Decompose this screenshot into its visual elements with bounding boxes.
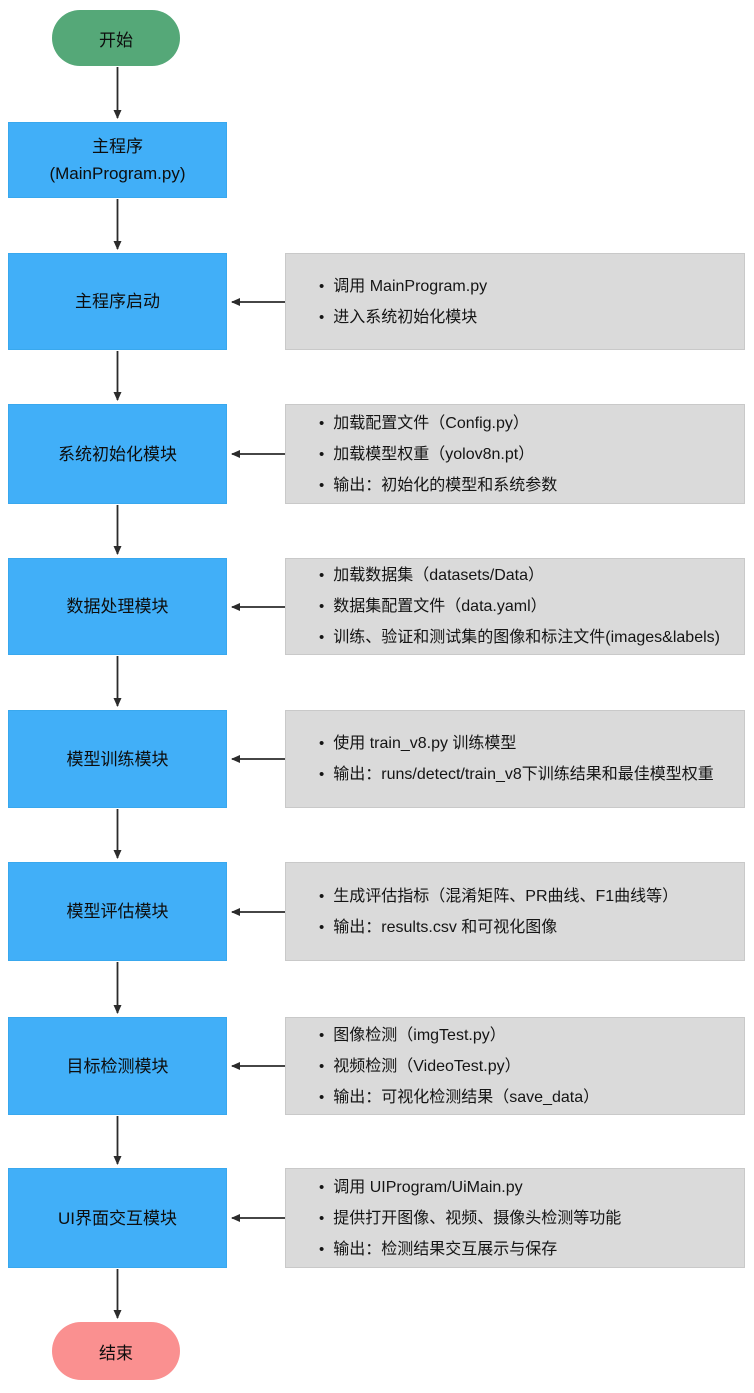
node-label: UI界面交互模块	[58, 1208, 177, 1228]
note-line: • 图像检测（imgTest.py）	[319, 1020, 736, 1051]
node-label: 数据处理模块	[66, 597, 169, 616]
note-text: 生成评估指标（混淆矩阵、PR曲线、F1曲线等）	[333, 887, 679, 905]
note-text: 调用 UIProgram/UiMain.py	[333, 1178, 523, 1196]
note-line: • 输出：runs/detect/train_v8下训练结果和最佳模型权重	[319, 759, 736, 790]
note-text: 训练、验证和测试集的图像和标注文件(images&labels)	[333, 629, 720, 646]
bullet-icon: •	[319, 1240, 325, 1258]
note-text: 输出：results.csv 和可视化图像	[333, 918, 558, 936]
note-line: • 调用 UIProgram/UiMain.py	[319, 1172, 736, 1203]
start-label: 开始	[99, 30, 133, 50]
bullet-icon: •	[319, 445, 325, 463]
bullet-icon: •	[319, 1209, 325, 1227]
note-box-object-detection: • 图像检测（imgTest.py） • 视频检测（VideoTest.py） • 输…	[285, 1017, 745, 1115]
note-text: 加载模型权重（yolov8n.pt）	[333, 445, 535, 463]
process-node-object-detection: 目标检测模块	[8, 1017, 227, 1115]
bullet-icon: •	[319, 277, 325, 295]
end-label: 结束	[99, 1343, 133, 1363]
bullet-icon: •	[319, 766, 325, 783]
process-node-model-training: 模型训练模块	[8, 710, 227, 808]
note-line: • 输出：可视化检测结果（save_data）	[319, 1082, 736, 1113]
note-text: 输出：初始化的模型和系统参数	[333, 476, 558, 494]
note-text: 进入系统初始化模块	[333, 308, 478, 326]
note-text: 输出：检测结果交互展示与保存	[333, 1240, 558, 1258]
bullet-icon: •	[319, 1088, 325, 1106]
note-text: 加载配置文件（Config.py）	[333, 414, 529, 432]
note-line: • 调用 MainProgram.py	[319, 271, 736, 302]
note-line: • 输出：results.csv 和可视化图像	[319, 912, 736, 943]
bullet-icon: •	[319, 476, 325, 494]
bullet-icon: •	[319, 629, 325, 646]
node-sublabel: (MainProgram.py)	[49, 164, 186, 183]
note-text: 输出：runs/detect/train_v8下训练结果和最佳模型权重	[333, 766, 714, 783]
bullet-icon: •	[319, 1178, 325, 1196]
node-label: 主程序	[92, 137, 143, 156]
node-label: 主程序启动	[75, 292, 160, 311]
note-box-data-processing: • 加载数据集（datasets/Data） • 数据集配置文件（data.yaml…	[285, 558, 745, 655]
note-line: • 视频检测（VideoTest.py）	[319, 1051, 736, 1082]
bullet-icon: •	[319, 1057, 325, 1075]
note-box-model-evaluation: • 生成评估指标（混淆矩阵、PR曲线、F1曲线等） • 输出：results.csv…	[285, 862, 745, 961]
note-line: • 进入系统初始化模块	[319, 302, 736, 333]
process-node-program-start: 主程序启动	[8, 253, 227, 350]
note-box-program-start: • 调用 MainProgram.py • 进入系统初始化模块	[285, 253, 745, 350]
note-box-model-training: • 使用 train_v8.py 训练模型 • 输出：runs/detect/tra…	[285, 710, 745, 808]
process-node-ui-interaction: UI界面交互模块	[8, 1168, 227, 1268]
bullet-icon: •	[319, 887, 325, 905]
process-node-data-processing: 数据处理模块	[8, 558, 227, 655]
bullet-icon: •	[319, 1026, 325, 1044]
bullet-icon: •	[319, 735, 325, 752]
note-line: • 加载配置文件（Config.py）	[319, 408, 736, 439]
bullet-icon: •	[319, 598, 325, 615]
node-label: 模型评估模块	[66, 902, 169, 921]
note-line: • 加载数据集（datasets/Data）	[319, 560, 736, 591]
process-node-main-program: 主程序 (MainProgram.py)	[8, 122, 227, 198]
note-text: 图像检测（imgTest.py）	[333, 1026, 506, 1044]
note-line: • 使用 train_v8.py 训练模型	[319, 728, 736, 759]
note-line: • 生成评估指标（混淆矩阵、PR曲线、F1曲线等）	[319, 881, 736, 912]
node-label: 系统初始化模块	[58, 444, 177, 464]
note-text: 加载数据集（datasets/Data）	[333, 567, 544, 584]
node-label: 目标检测模块	[66, 1056, 169, 1076]
note-text: 数据集配置文件（data.yaml）	[333, 598, 547, 615]
note-text: 视频检测（VideoTest.py）	[333, 1057, 521, 1075]
bullet-icon: •	[319, 308, 325, 326]
end-node: 结束	[52, 1322, 180, 1380]
process-node-model-evaluation: 模型评估模块	[8, 862, 227, 961]
note-text: 提供打开图像、视频、摄像头检测等功能	[333, 1209, 622, 1227]
start-node: 开始	[52, 10, 180, 66]
process-node-system-init: 系统初始化模块	[8, 404, 227, 504]
bullet-icon: •	[319, 567, 325, 584]
note-line: • 输出：初始化的模型和系统参数	[319, 470, 736, 501]
note-text: 使用 train_v8.py 训练模型	[333, 735, 517, 752]
note-text: 调用 MainProgram.py	[333, 277, 488, 295]
note-text: 输出：可视化检测结果（save_data）	[333, 1088, 600, 1106]
note-line: • 数据集配置文件（data.yaml）	[319, 591, 736, 622]
bullet-icon: •	[319, 918, 325, 936]
note-box-ui-interaction: • 调用 UIProgram/UiMain.py • 提供打开图像、视频、摄像头检测…	[285, 1168, 745, 1268]
note-line: • 输出：检测结果交互展示与保存	[319, 1234, 736, 1265]
note-line: • 加载模型权重（yolov8n.pt）	[319, 439, 736, 470]
bullet-icon: •	[319, 414, 325, 432]
note-line: • 提供打开图像、视频、摄像头检测等功能	[319, 1203, 736, 1234]
note-line: • 训练、验证和测试集的图像和标注文件(images&labels)	[319, 622, 736, 653]
note-box-system-init: • 加载配置文件（Config.py） • 加载模型权重（yolov8n.pt） •…	[285, 404, 745, 504]
node-label: 模型训练模块	[66, 749, 169, 769]
